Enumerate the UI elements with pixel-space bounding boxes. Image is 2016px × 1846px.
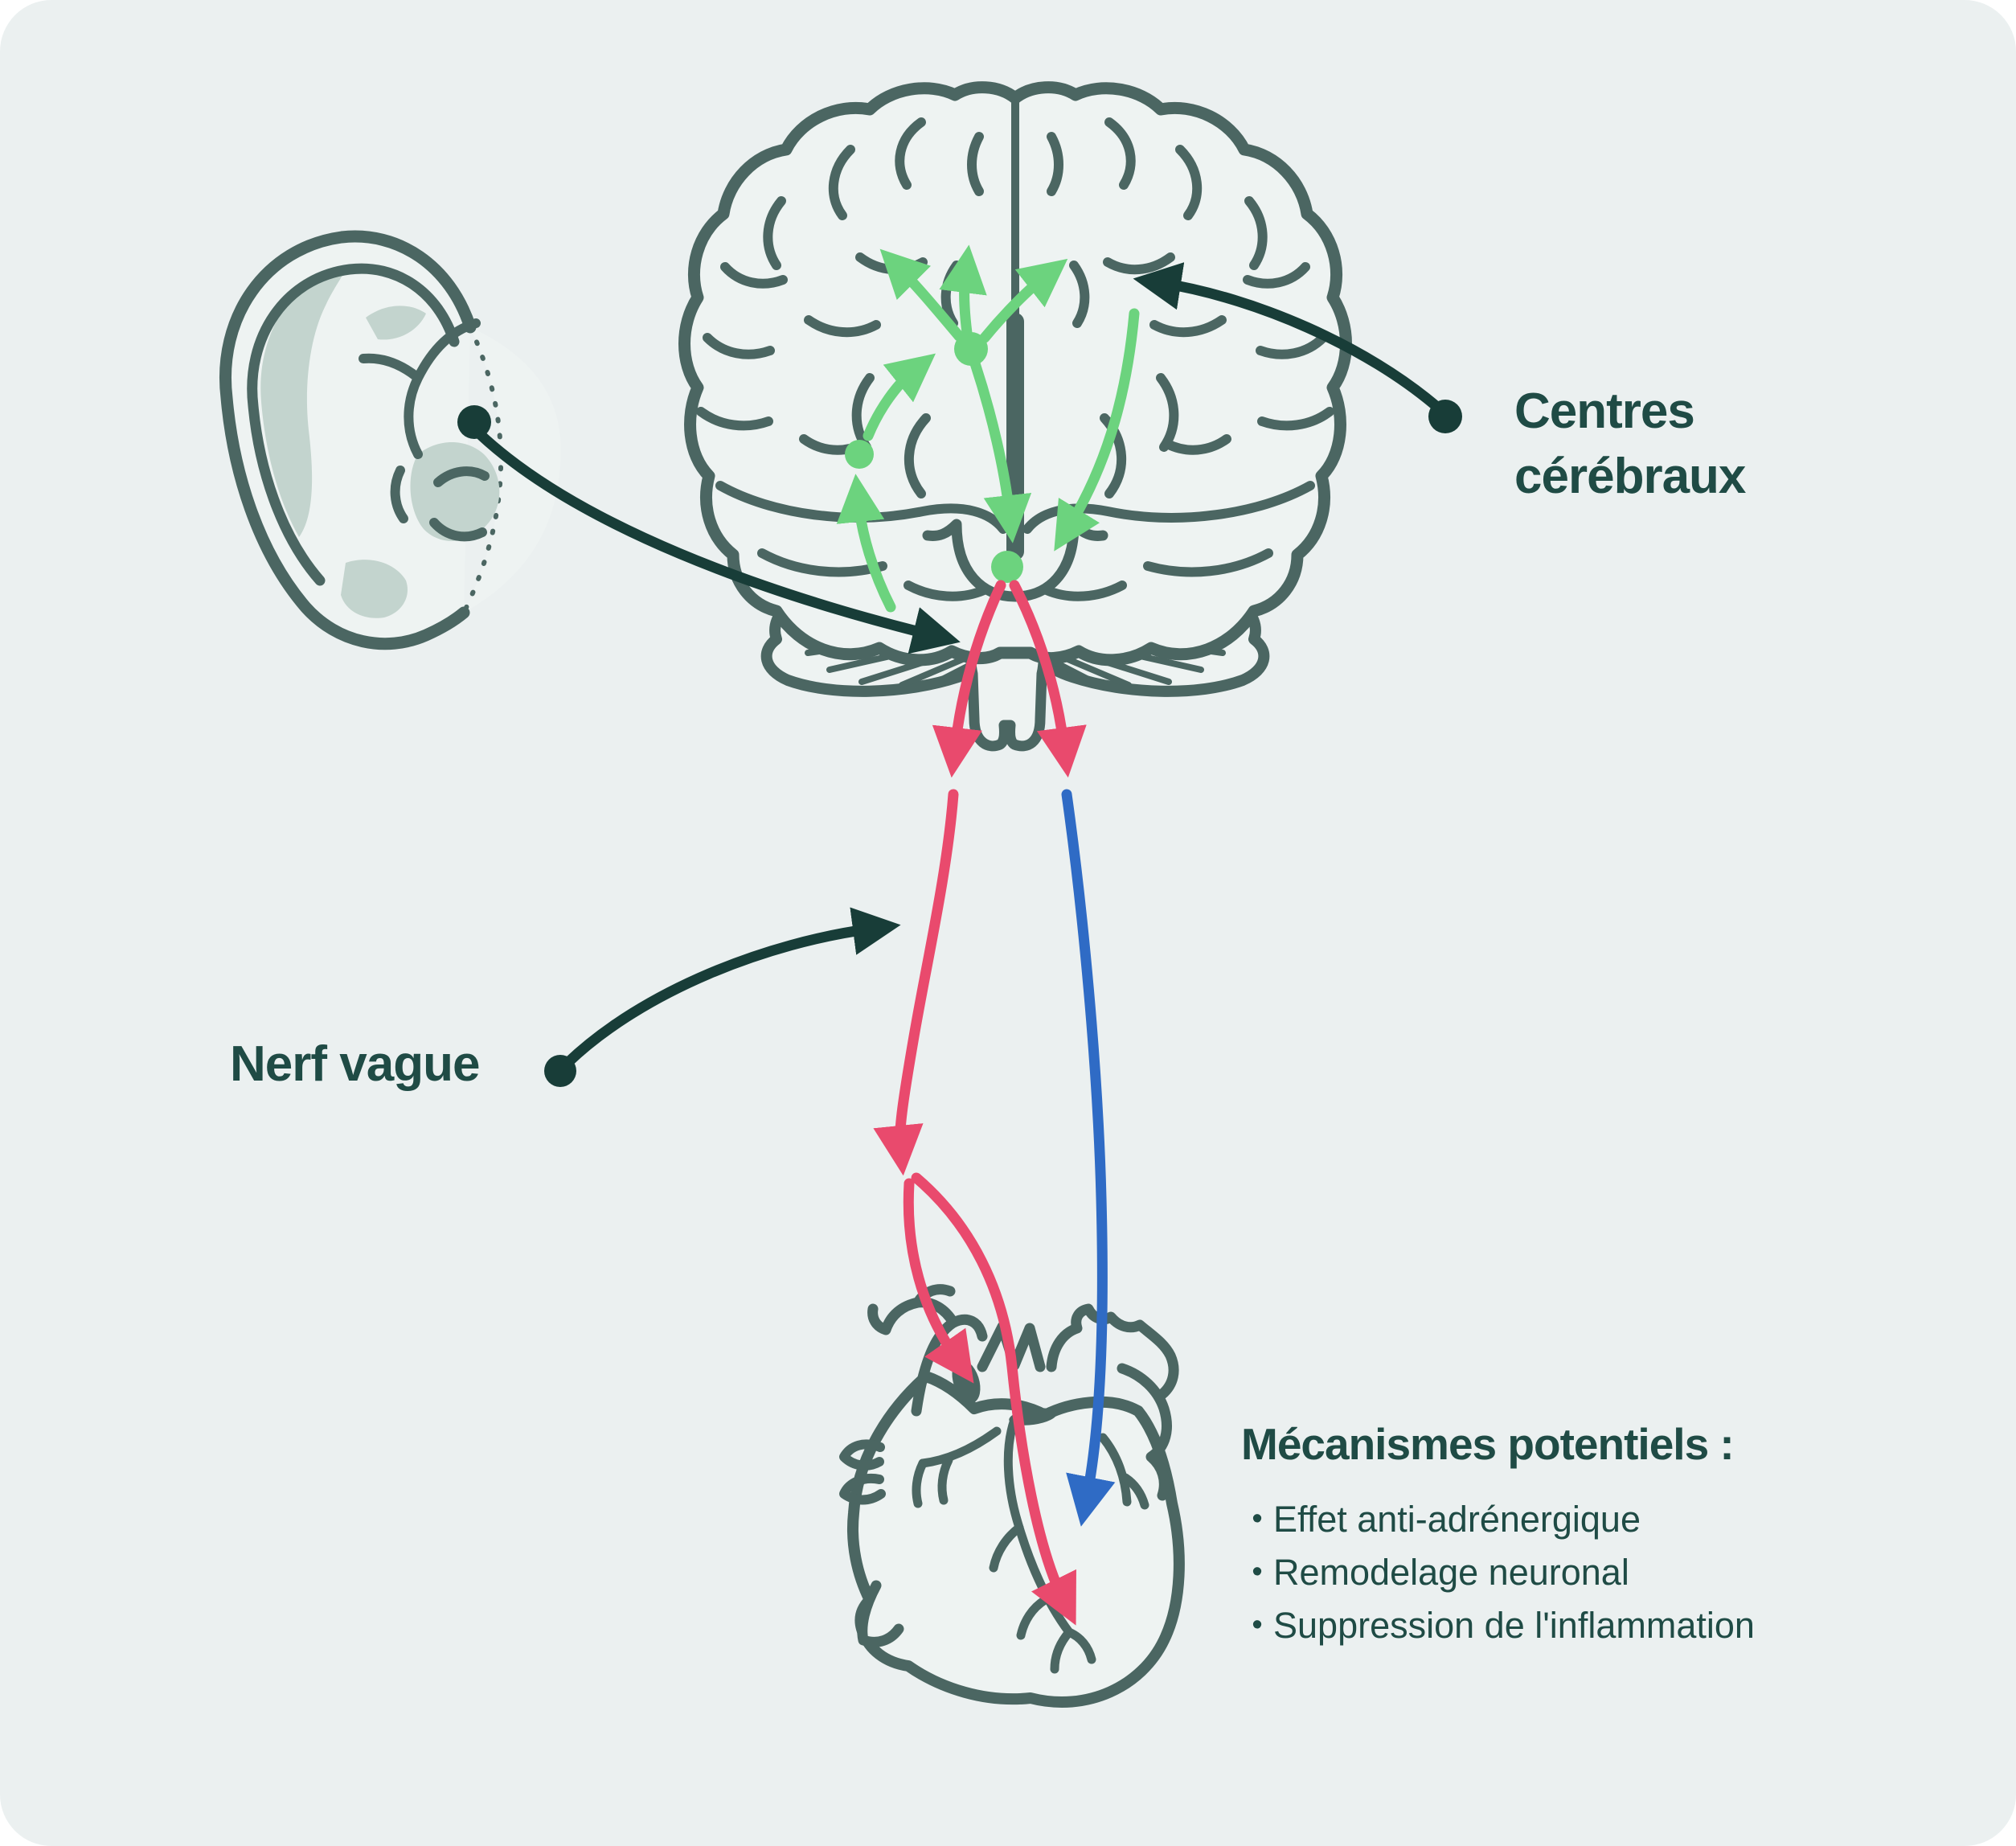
ear-tragus-lines: [390, 466, 490, 542]
green-arrow-up: [939, 244, 987, 338]
vagus-leader-dot: [544, 1055, 576, 1087]
mechanism-item-text: Remodelage neuronal: [1273, 1551, 1629, 1593]
mechanism-item-text: Effet anti-adrénergique: [1273, 1498, 1641, 1540]
brain-illustration: [678, 81, 1352, 752]
blue-afferent-path: [1061, 789, 1116, 1527]
green-node-main: [954, 332, 988, 366]
vagus-leader-line: [562, 907, 901, 1069]
ear-antihelix: [359, 318, 481, 459]
bullet-icon: •: [1252, 1555, 1263, 1589]
vagus-nerve-label: Nerf vague: [230, 1036, 480, 1092]
bullet-icon: •: [1252, 1608, 1263, 1642]
mechanism-item-text: Suppression de l'inflammation: [1273, 1604, 1755, 1646]
ear-shade-lobe: [341, 560, 408, 618]
list-item: • Remodelage neuronal: [1241, 1546, 2013, 1599]
ear-shade-concha: [410, 442, 500, 541]
mechanisms-title: Mécanismes potentiels :: [1241, 1419, 1735, 1469]
red-branch-to-aorta: [903, 1178, 974, 1384]
green-node-brainstem: [991, 551, 1023, 583]
ear-leader-line: [474, 429, 961, 654]
aortic-arch: [911, 1314, 988, 1417]
head-dotted-outline: [461, 325, 503, 615]
annotation-leaders: [474, 262, 1462, 1087]
red-branch-right: [1009, 580, 1087, 778]
green-arrow-into-node-b: [836, 474, 896, 613]
list-item: • Suppression de l'inflammation: [1241, 1599, 2013, 1652]
heart-vessel-stub-left: [857, 1580, 904, 1647]
ear-illustration: [219, 230, 561, 650]
red-branch-left: [932, 580, 1006, 778]
ear-shade-fork: [366, 306, 426, 340]
green-arrow-up-right: [979, 258, 1068, 343]
green-arrow-long-right: [1054, 308, 1140, 552]
pulmonary-veins: [1046, 1303, 1179, 1400]
right-auricle-bumps: [839, 1439, 886, 1505]
brain-centers-leader-line: [1133, 262, 1444, 414]
vagus-pathways: [873, 580, 1116, 1626]
red-vagus-trunk: [873, 789, 959, 1176]
left-atrium-flap: [1117, 1363, 1172, 1501]
head-region: [464, 327, 561, 613]
ear-shade-upper: [260, 265, 347, 537]
ear-inner-helix: [247, 263, 460, 586]
green-node-left: [845, 440, 874, 469]
mechanisms-panel: Mécanismes potentiels : • Effet anti-adr…: [1241, 1416, 2013, 1652]
red-branch-to-apex: [911, 1172, 1076, 1626]
brain-centers-label: Centres cérébraux: [1514, 384, 1746, 504]
green-arrow-node-b-to-a: [863, 353, 936, 441]
mechanisms-list: • Effet anti-adrénergique • Remodelage n…: [1241, 1493, 2013, 1652]
green-arrow-up-left: [879, 248, 965, 342]
aorta-branches: [867, 1284, 959, 1335]
list-item: • Effet anti-adrénergique: [1241, 1493, 2013, 1546]
green-arrow-a-to-c: [969, 358, 1032, 544]
brain-centers-leader-dot: [1428, 400, 1462, 433]
bullet-icon: •: [1252, 1502, 1263, 1536]
brain-centers-network: [836, 244, 1140, 613]
